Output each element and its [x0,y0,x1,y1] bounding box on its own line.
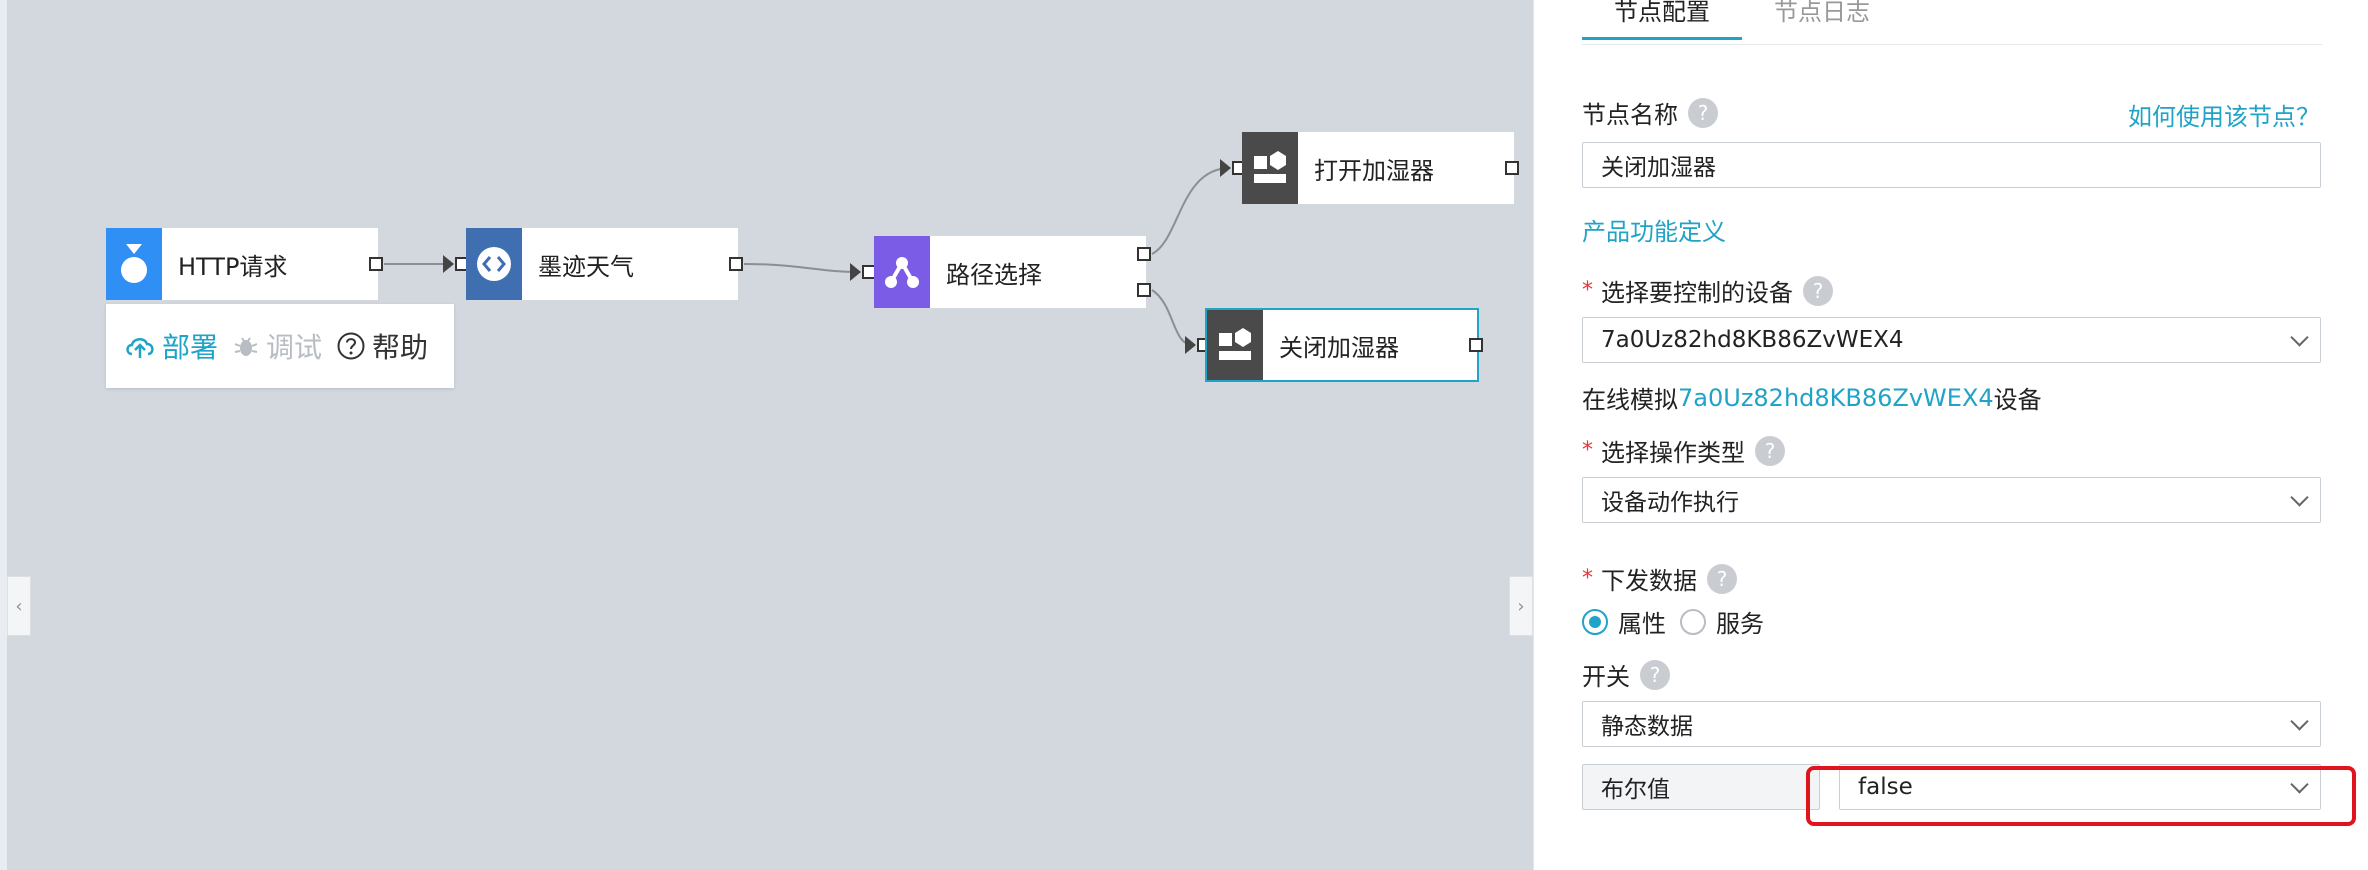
radio-property[interactable] [1582,608,1608,635]
simulate-row: 在线模拟 7a0Uz82hd8KB86ZvWEX4 设备 [1582,380,2042,415]
output-port[interactable] [1505,161,1519,175]
send-data-label-row: * 下发数据 ? [1582,561,1737,596]
simulate-device-link[interactable]: 7a0Uz82hd8KB86ZvWEX4 [1678,383,1994,412]
help-button[interactable]: 帮助 [336,326,428,366]
bug-icon [234,337,258,356]
question-mark-icon[interactable]: ? [1803,275,1833,306]
device-label-row: * 选择要控制的设备 ? [1582,273,1833,308]
send-data-radio-group: 属性 服务 [1582,604,1764,639]
op-type-label-row: * 选择操作类型 ? [1582,433,1785,468]
value-type-value: 布尔值 [1601,777,1670,803]
data-source-value: 静态数据 [1601,714,1693,740]
required-mark: * [1582,566,1593,591]
node-label: 打开加湿器 [1314,156,1434,185]
connection-lines [384,167,1231,346]
node-name-value: 关闭加湿器 [1601,155,1716,181]
debug-button[interactable]: 调试 [232,326,322,366]
help-label: 帮助 [372,331,429,364]
cloud-upload-icon [126,338,154,358]
boolean-value-select[interactable]: false [1839,764,2321,810]
chevron-down-icon [2290,488,2309,507]
op-type-value: 设备动作执行 [1601,490,1739,516]
node-name-label: 节点名称 [1582,101,1678,129]
chevron-down-icon [2290,712,2309,731]
switch-label-row: 开关 ? [1582,657,1670,692]
node-moji-weather[interactable]: 墨迹天气 [466,228,738,300]
device-label: 选择要控制的设备 [1601,279,1793,307]
simulate-suffix: 设备 [1993,386,2042,414]
op-type-label: 选择操作类型 [1601,439,1745,467]
node-toolbar: 部署 调试 帮助 [106,304,454,388]
question-mark-icon[interactable]: ? [1640,659,1670,690]
node-label: 墨迹天气 [538,252,634,281]
boolean-value: false [1858,774,1913,800]
radio-property-label[interactable]: 属性 [1618,610,1666,638]
collapse-left-button[interactable]: ‹ [7,576,31,636]
tab-node-config[interactable]: 节点配置 [1582,0,1742,40]
node-open-humidifier[interactable]: 打开加湿器 [1242,132,1514,204]
question-mark-icon[interactable]: ? [1688,97,1718,128]
output-port[interactable] [1469,338,1483,352]
help-circle-icon [337,332,365,360]
node-route-select[interactable]: 路径选择 [874,236,1146,308]
output-port-2[interactable] [1137,283,1151,297]
radio-service-label[interactable]: 服务 [1716,610,1764,638]
switch-label: 开关 [1582,663,1630,691]
input-arrow [1220,159,1231,177]
node-name-input[interactable]: 关闭加湿器 [1582,142,2321,188]
data-source-select[interactable]: 静态数据 [1582,701,2321,747]
output-port[interactable] [369,257,383,271]
question-mark-icon[interactable]: ? [1707,563,1737,594]
node-http-request[interactable]: HTTP请求 [106,228,378,300]
value-type-field: 布尔值 [1582,764,1820,810]
chevron-left-icon: ‹ [15,595,23,617]
required-mark: * [1582,278,1593,303]
panel-tabs: 节点配置 节点日志 [1582,0,2322,45]
chevron-down-icon [2290,328,2309,347]
device-select-value: 7a0Uz82hd8KB86ZvWEX4 [1601,327,1904,353]
tab-node-log[interactable]: 节点日志 [1774,0,1870,26]
node-name-label-row: 节点名称 ? [1582,95,1718,130]
required-mark: * [1582,438,1593,463]
collapse-panel-button[interactable]: › [1509,576,1533,636]
device-icon [1242,132,1298,204]
http-request-icon [106,228,162,300]
question-mark-icon[interactable]: ? [1755,435,1785,466]
input-arrow [850,263,861,281]
radio-service[interactable] [1680,608,1706,635]
device-select[interactable]: 7a0Uz82hd8KB86ZvWEX4 [1582,317,2321,363]
link-weather-route [743,263,859,273]
output-port-1[interactable] [1137,247,1151,261]
node-label: 路径选择 [946,260,1042,289]
node-label: HTTP请求 [178,252,288,281]
deploy-button[interactable]: 部署 [124,326,218,366]
config-panel: 节点配置 节点日志 节点名称 ? 如何使用该节点？ 关闭加湿器 产品功能定义 *… [1533,0,2368,870]
code-icon [466,228,522,300]
input-arrow [443,255,454,273]
node-close-humidifier[interactable]: 关闭加湿器 [1205,308,1479,382]
output-port[interactable] [729,257,743,271]
debug-label: 调试 [266,331,323,364]
chevron-right-icon: › [1517,595,1525,617]
branch-icon [874,236,930,308]
device-icon [1207,310,1263,380]
simulate-prefix: 在线模拟 [1582,386,1678,414]
input-arrow [1185,336,1196,354]
how-to-use-link[interactable]: 如何使用该节点？ [2128,103,2320,131]
annotation-highlight-box [1806,766,2356,826]
deploy-label: 部署 [162,331,219,364]
link-route-open [1151,167,1231,255]
op-type-select[interactable]: 设备动作执行 [1582,477,2321,523]
product-function-definition-link[interactable]: 产品功能定义 [1582,218,1726,246]
send-data-label: 下发数据 [1601,567,1697,595]
flow-canvas[interactable]: HTTP请求 墨迹天气 路径选择 打开加湿器 关闭加湿器 [0,0,1533,870]
canvas-left-edge [0,0,7,870]
node-label: 关闭加湿器 [1279,333,1399,362]
